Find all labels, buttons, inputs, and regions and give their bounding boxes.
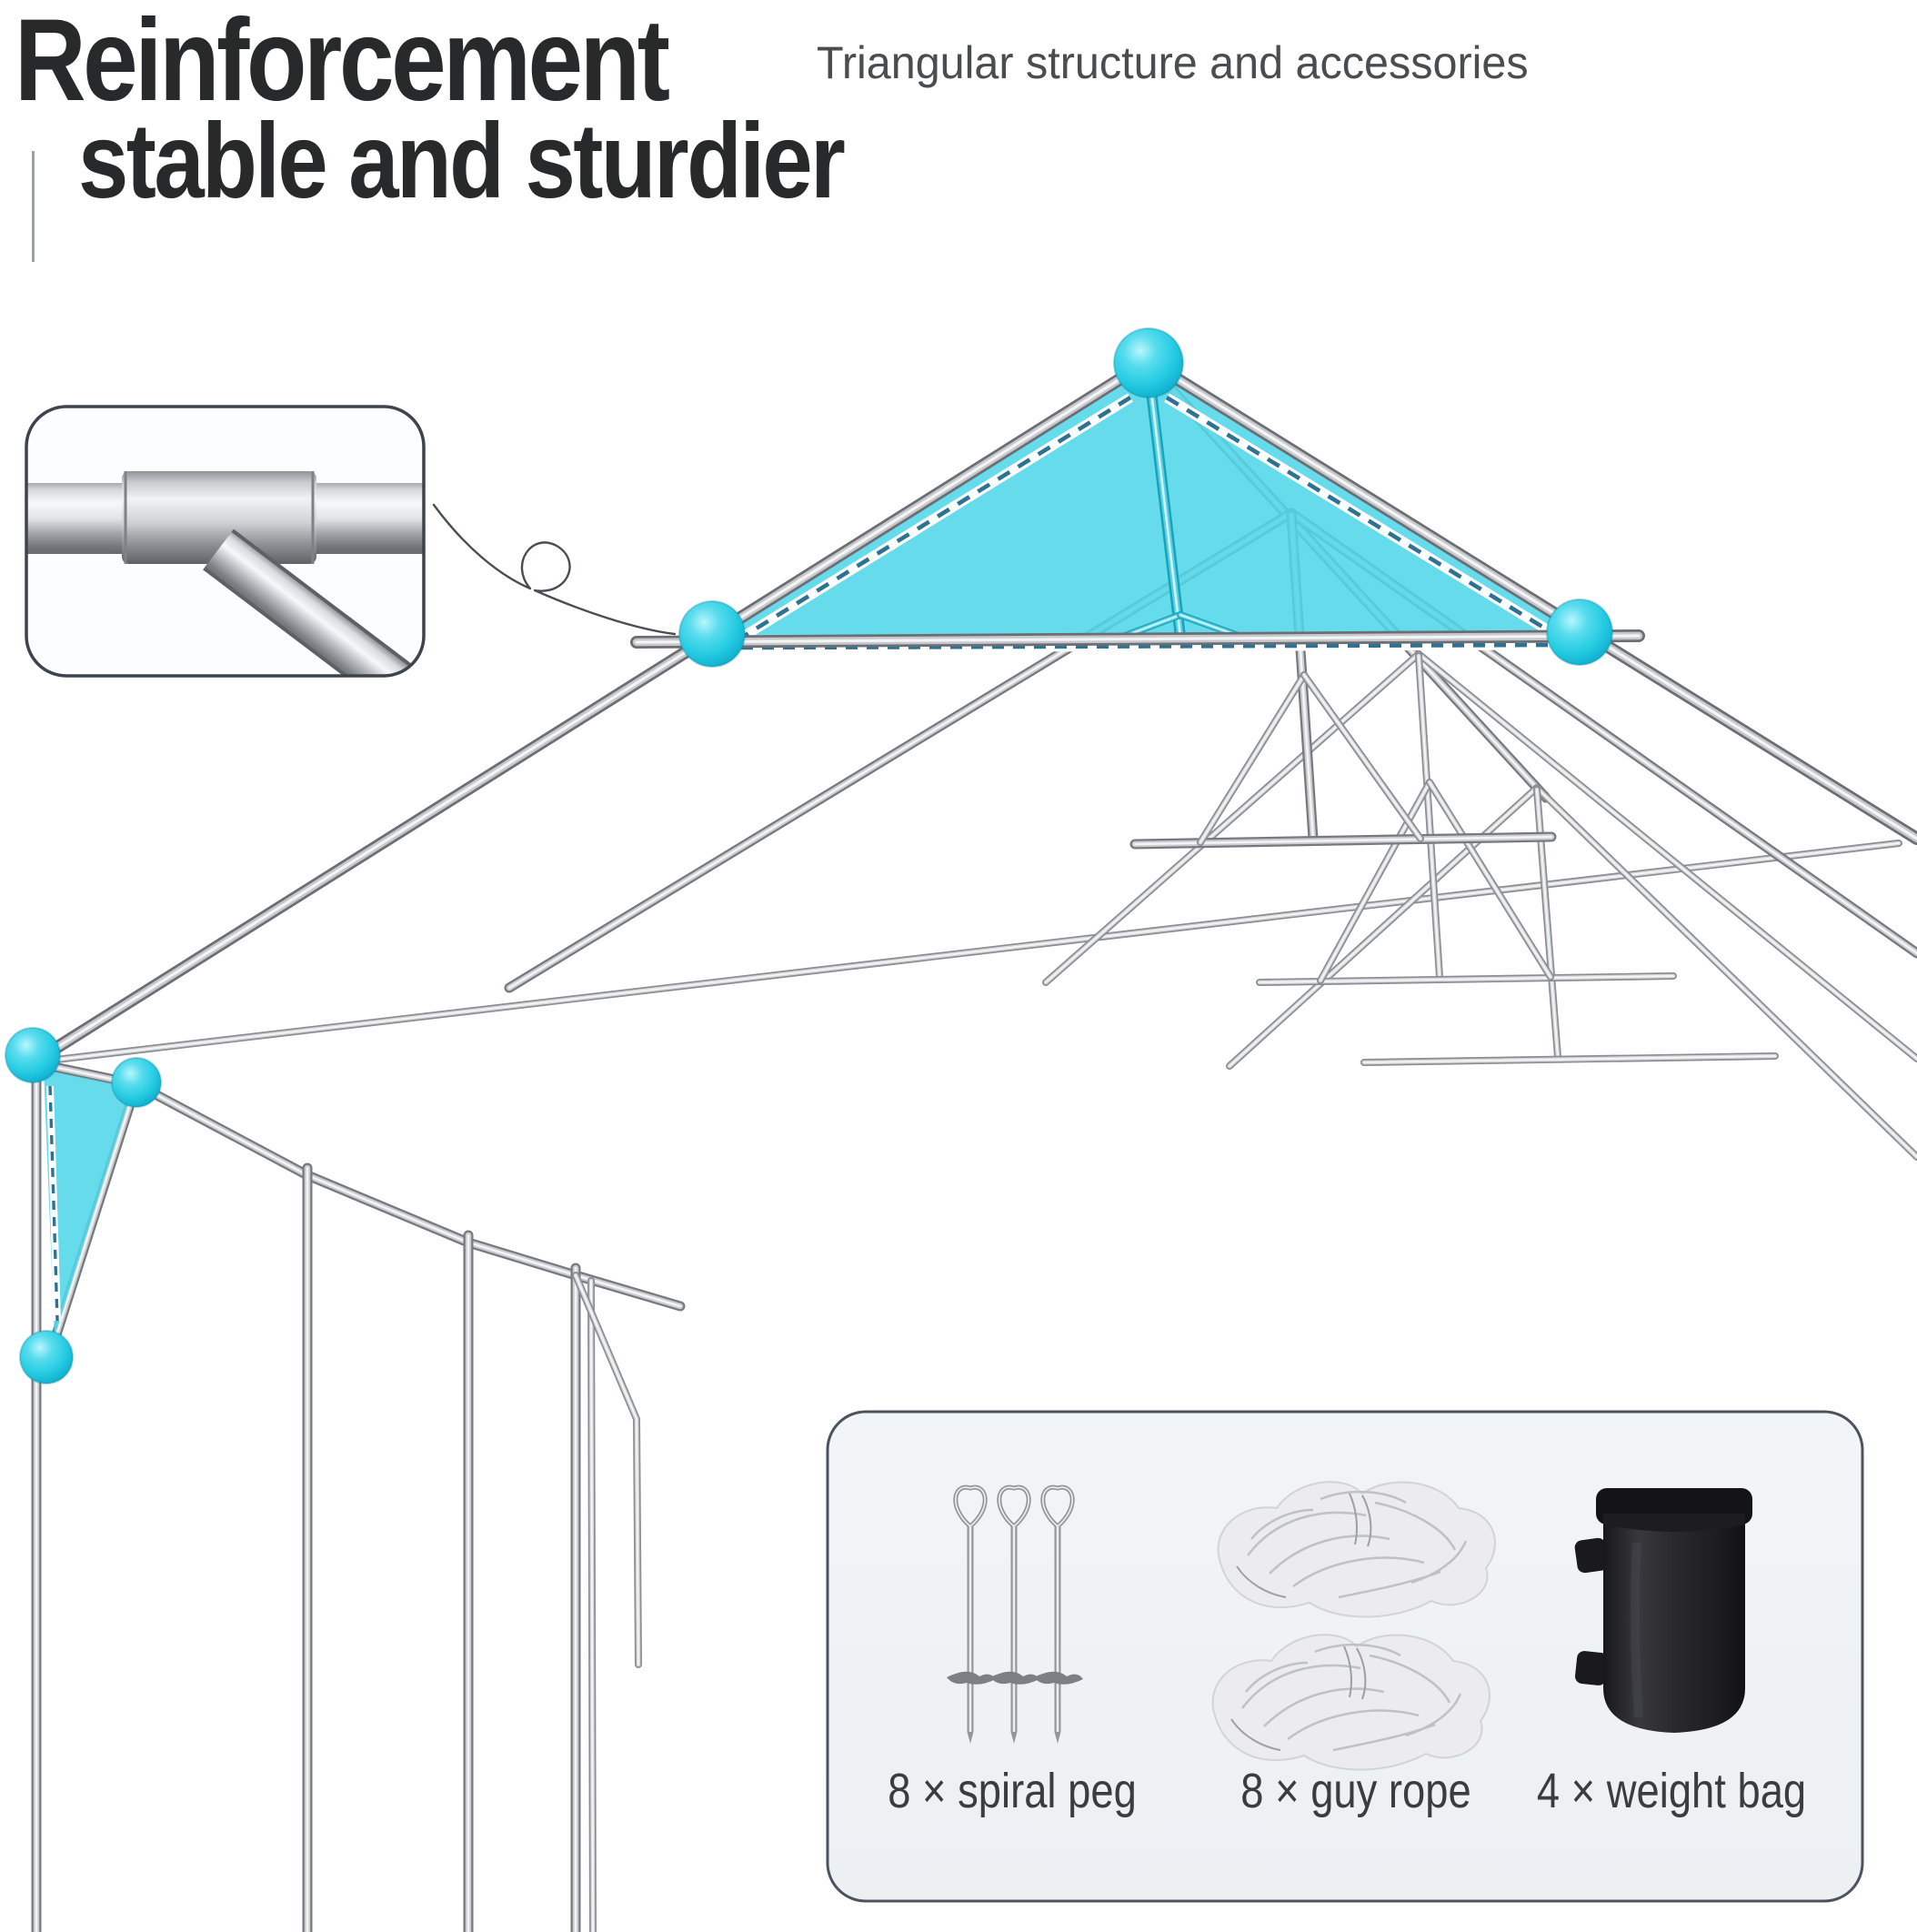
pipe-joint-callout <box>25 405 426 678</box>
joint-marker-corner-side <box>111 1057 162 1108</box>
accessories-panel <box>826 1410 1864 1903</box>
stitch-lines <box>46 393 1561 1322</box>
guy-rope-label: 8 × guy rope <box>1240 1764 1471 1818</box>
frame-front-truss <box>21 355 1917 1072</box>
page-subtitle: Triangular structure and accessories <box>817 37 1529 88</box>
joint-markers <box>5 327 1613 1384</box>
page-title: Reinforcement <box>15 0 670 126</box>
highlight-triangle-apex <box>715 366 1582 635</box>
joint-marker-corner-bottom <box>19 1330 74 1384</box>
callout-leader-line <box>432 503 677 636</box>
joint-marker-corner-top <box>5 1027 61 1083</box>
page-title-line2: stable and sturdier <box>78 101 846 220</box>
joint-marker-left <box>678 600 746 668</box>
title-accent-bar <box>32 151 35 262</box>
spiral-peg-label: 8 × spiral peg <box>888 1764 1137 1818</box>
weight-bag-icon <box>1574 1488 1752 1733</box>
joint-marker-right <box>1546 599 1613 666</box>
weight-bag-label: 4 × weight bag <box>1536 1764 1807 1818</box>
highlight-triangle-corner <box>44 1070 133 1337</box>
joint-marker-apex <box>1113 327 1184 398</box>
